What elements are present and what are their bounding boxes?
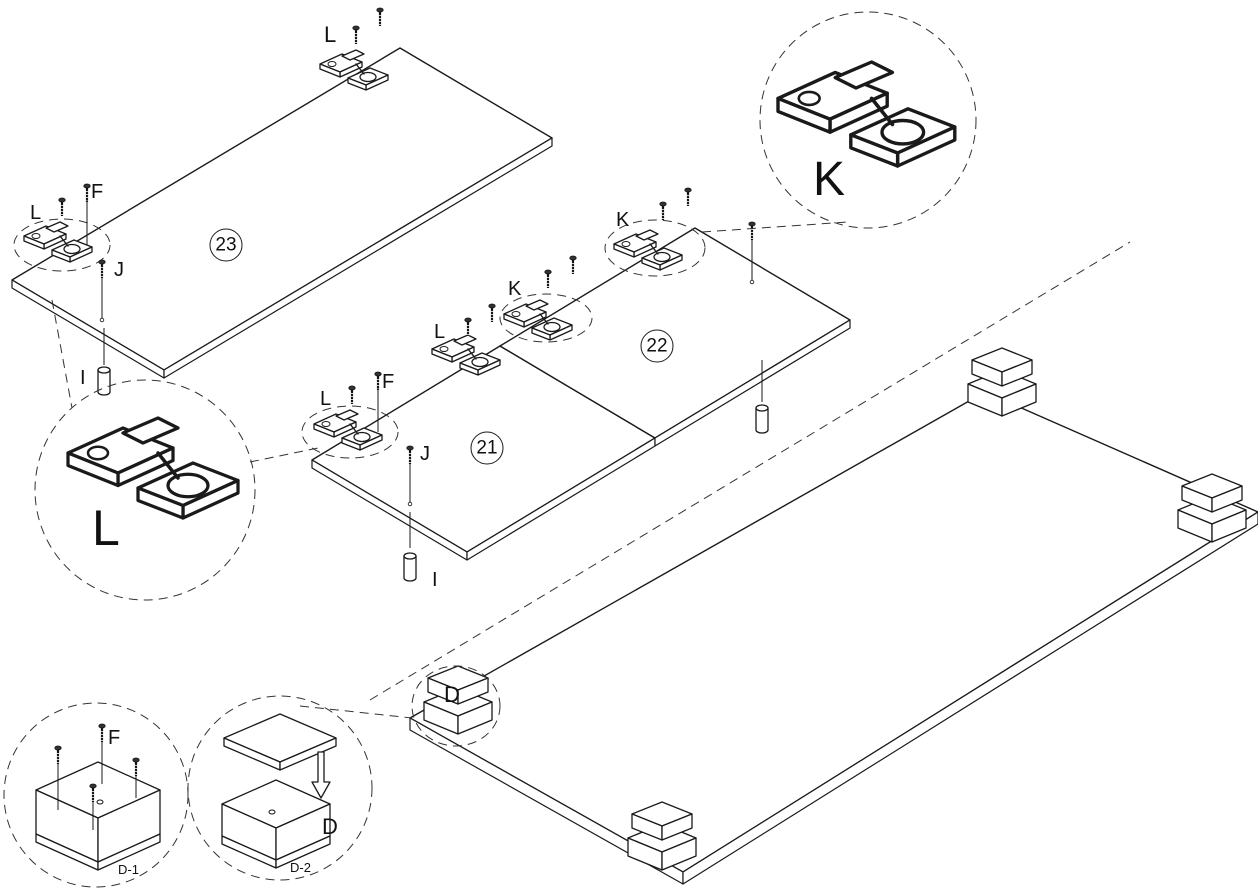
step-label-d1: D-1: [118, 862, 139, 877]
hinge-label-l-21b: L: [434, 321, 445, 343]
dowel-label-i-left: I: [80, 367, 86, 389]
screw-21b-1: [463, 316, 473, 338]
detail-ring-mid-hinge: [301, 405, 399, 459]
screw-label-j-21: J: [420, 443, 430, 465]
screw-top-2: [375, 6, 385, 28]
detail-label-l: L: [92, 500, 120, 556]
foot-label-d2: D: [322, 814, 338, 839]
panel-23: [11, 47, 553, 379]
screw-21b-2: [487, 302, 497, 324]
panel-23-number: 23: [215, 235, 236, 256]
step-label-d2: D-2: [290, 860, 311, 875]
screw-22b-1: [658, 200, 668, 222]
screw-21-1: [347, 384, 357, 406]
detail-ring-k1: [499, 293, 593, 343]
panel-21: [311, 345, 656, 561]
hinge-label-l-21: L: [320, 388, 331, 410]
arrow-down-icon: [311, 751, 331, 799]
foot-d-right: [1177, 473, 1247, 543]
hinge-label-k-22a: K: [508, 278, 522, 300]
dowel-i-right: [755, 404, 769, 434]
hinge-label-l-left: L: [30, 202, 41, 224]
hinge-k-detail: [776, 60, 957, 168]
detail-ring-foot: [411, 665, 501, 747]
screw-left-f: [82, 182, 92, 204]
dowel-i-left: [97, 366, 111, 396]
foot-d2-cap: [223, 713, 337, 771]
screw-21-f: [373, 370, 383, 392]
panel-22-number: 22: [646, 336, 667, 357]
screw-label-f-d1: F: [108, 727, 120, 749]
screw-d1-c: [131, 756, 141, 778]
dowel-i-mid: [403, 552, 417, 582]
screw-left-1: [57, 196, 67, 218]
screw-22a-1: [543, 268, 553, 290]
panel-22: [499, 227, 851, 447]
foot-d-top: [967, 347, 1037, 417]
dowel-label-i-mid: I: [432, 569, 438, 591]
detail-bubble-d1: [3, 702, 189, 888]
screw-top-1: [351, 24, 361, 46]
screw-22-j: [747, 220, 757, 242]
detail-bubble-k: [759, 11, 977, 229]
detail-ring-left-hinge: [13, 218, 111, 272]
panel-22-number-circle: [640, 329, 674, 363]
screw-label-f-left: F: [91, 181, 103, 203]
screw-22b-2: [683, 186, 693, 208]
panel-21-number-circle: [470, 431, 504, 465]
panel-23-number-circle: [209, 228, 243, 262]
detail-bubble-l: [34, 379, 256, 601]
screw-d1-b: [97, 722, 107, 744]
screw-d1-a: [53, 744, 63, 766]
screw-label-j-left: J: [114, 259, 124, 281]
foot-d2-block: [221, 779, 331, 869]
hinge-label-k-22b: K: [616, 209, 630, 231]
panel-21-number: 21: [476, 438, 497, 459]
foot-d1-assembly: [35, 761, 161, 871]
detail-ring-k2: [604, 219, 706, 277]
hinge-label-l-top: L: [324, 22, 336, 47]
foot-d-bottom: [627, 801, 697, 871]
detail-bubble-d2: [187, 695, 373, 881]
detail-label-k: K: [813, 153, 845, 206]
base-board: [409, 391, 1258, 885]
screw-label-f-21: F: [382, 371, 394, 393]
foot-label-d: D: [444, 682, 460, 707]
screw-22a-2: [568, 254, 578, 276]
alignment-line: [369, 241, 1131, 701]
